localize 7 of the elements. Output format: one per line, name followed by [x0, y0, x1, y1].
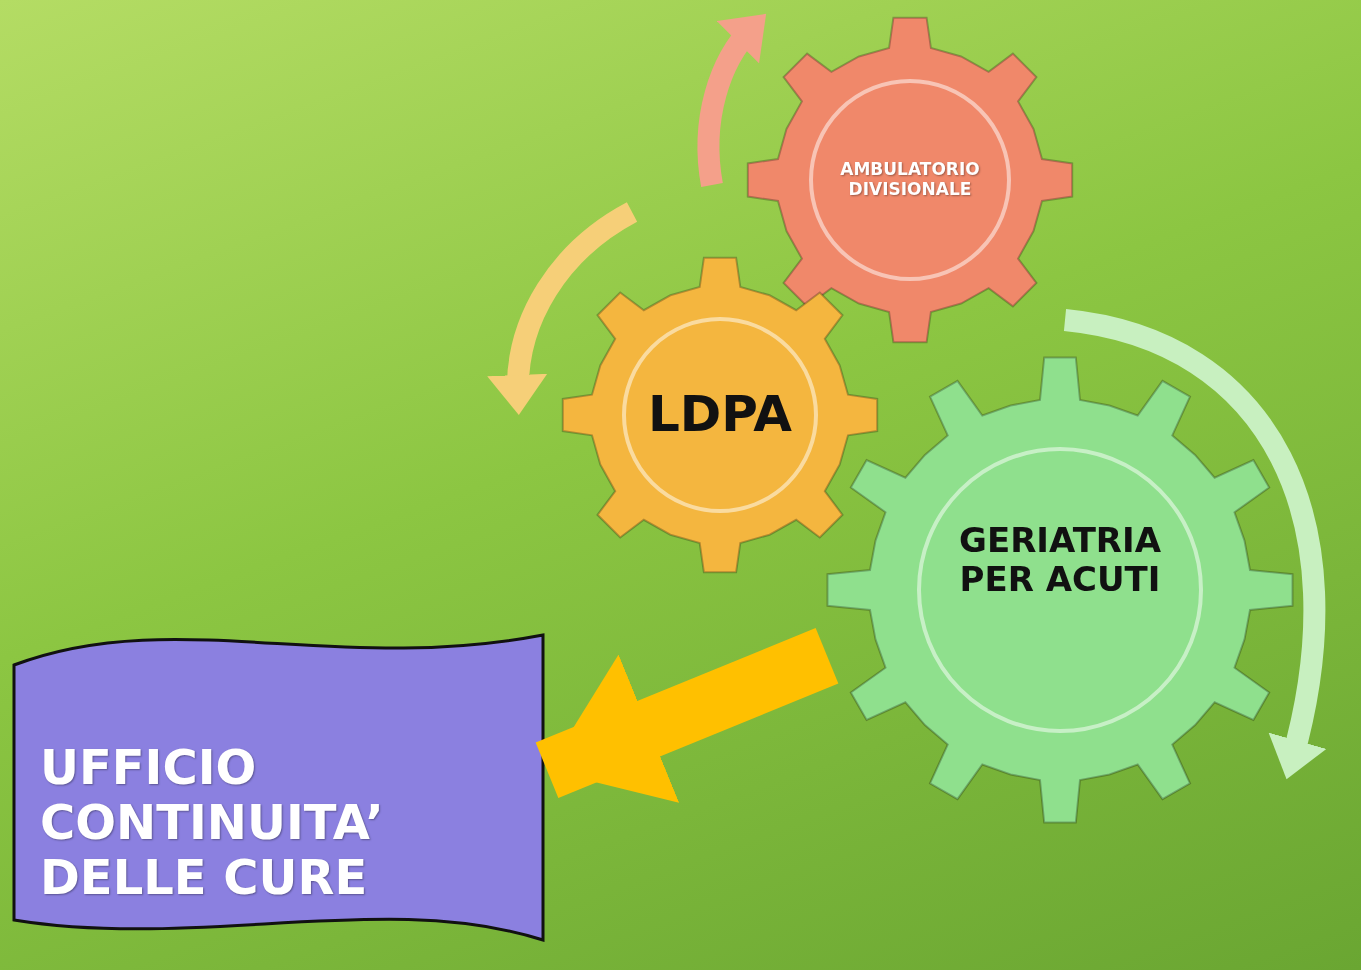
block-arrow	[535, 628, 839, 803]
gear-shape	[745, 15, 1075, 345]
node-label: GERIATRIA PER ACUTI	[958, 520, 1162, 600]
node-label: AMBULATORIO DIVISIONALE	[839, 160, 981, 200]
gear-shape	[825, 355, 1295, 825]
node-label: LDPA	[646, 386, 794, 444]
node-label: UFFICIO CONTINUITA’ DELLE CURE	[40, 739, 385, 906]
